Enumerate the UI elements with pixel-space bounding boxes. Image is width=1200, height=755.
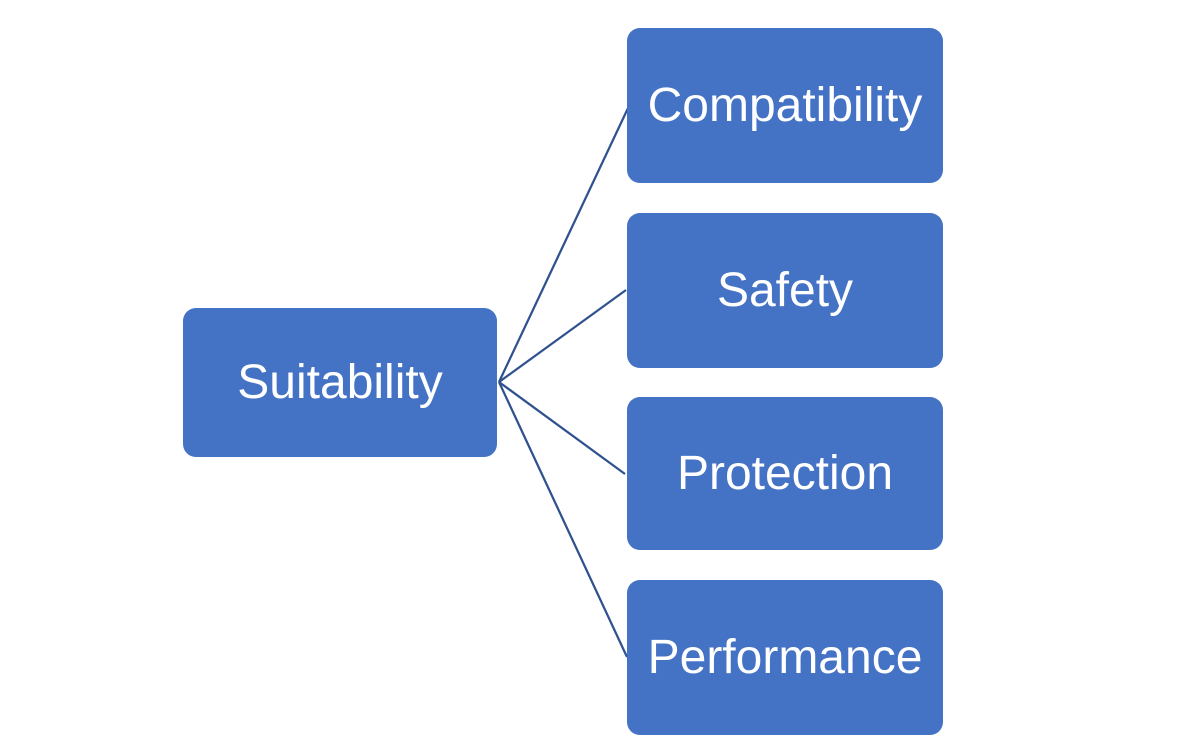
connector-suitability-compatibility: [497, 105, 631, 383]
connector-suitability-safety: [498, 289, 627, 383]
node-compatibility-label: Compatibility: [647, 78, 923, 132]
node-suitability: Suitability: [183, 308, 497, 457]
connector-suitability-performance: [497, 381, 629, 658]
node-suitability-label: Suitability: [237, 355, 443, 409]
node-safety-label: Safety: [716, 263, 854, 317]
node-safety: Safety: [627, 213, 943, 368]
node-protection-label: Protection: [676, 446, 894, 500]
node-compatibility: Compatibility: [627, 28, 943, 183]
node-performance: Performance: [627, 580, 943, 735]
node-performance-label: Performance: [647, 630, 923, 684]
connector-suitability-protection: [498, 381, 626, 475]
node-protection: Protection: [627, 397, 943, 550]
